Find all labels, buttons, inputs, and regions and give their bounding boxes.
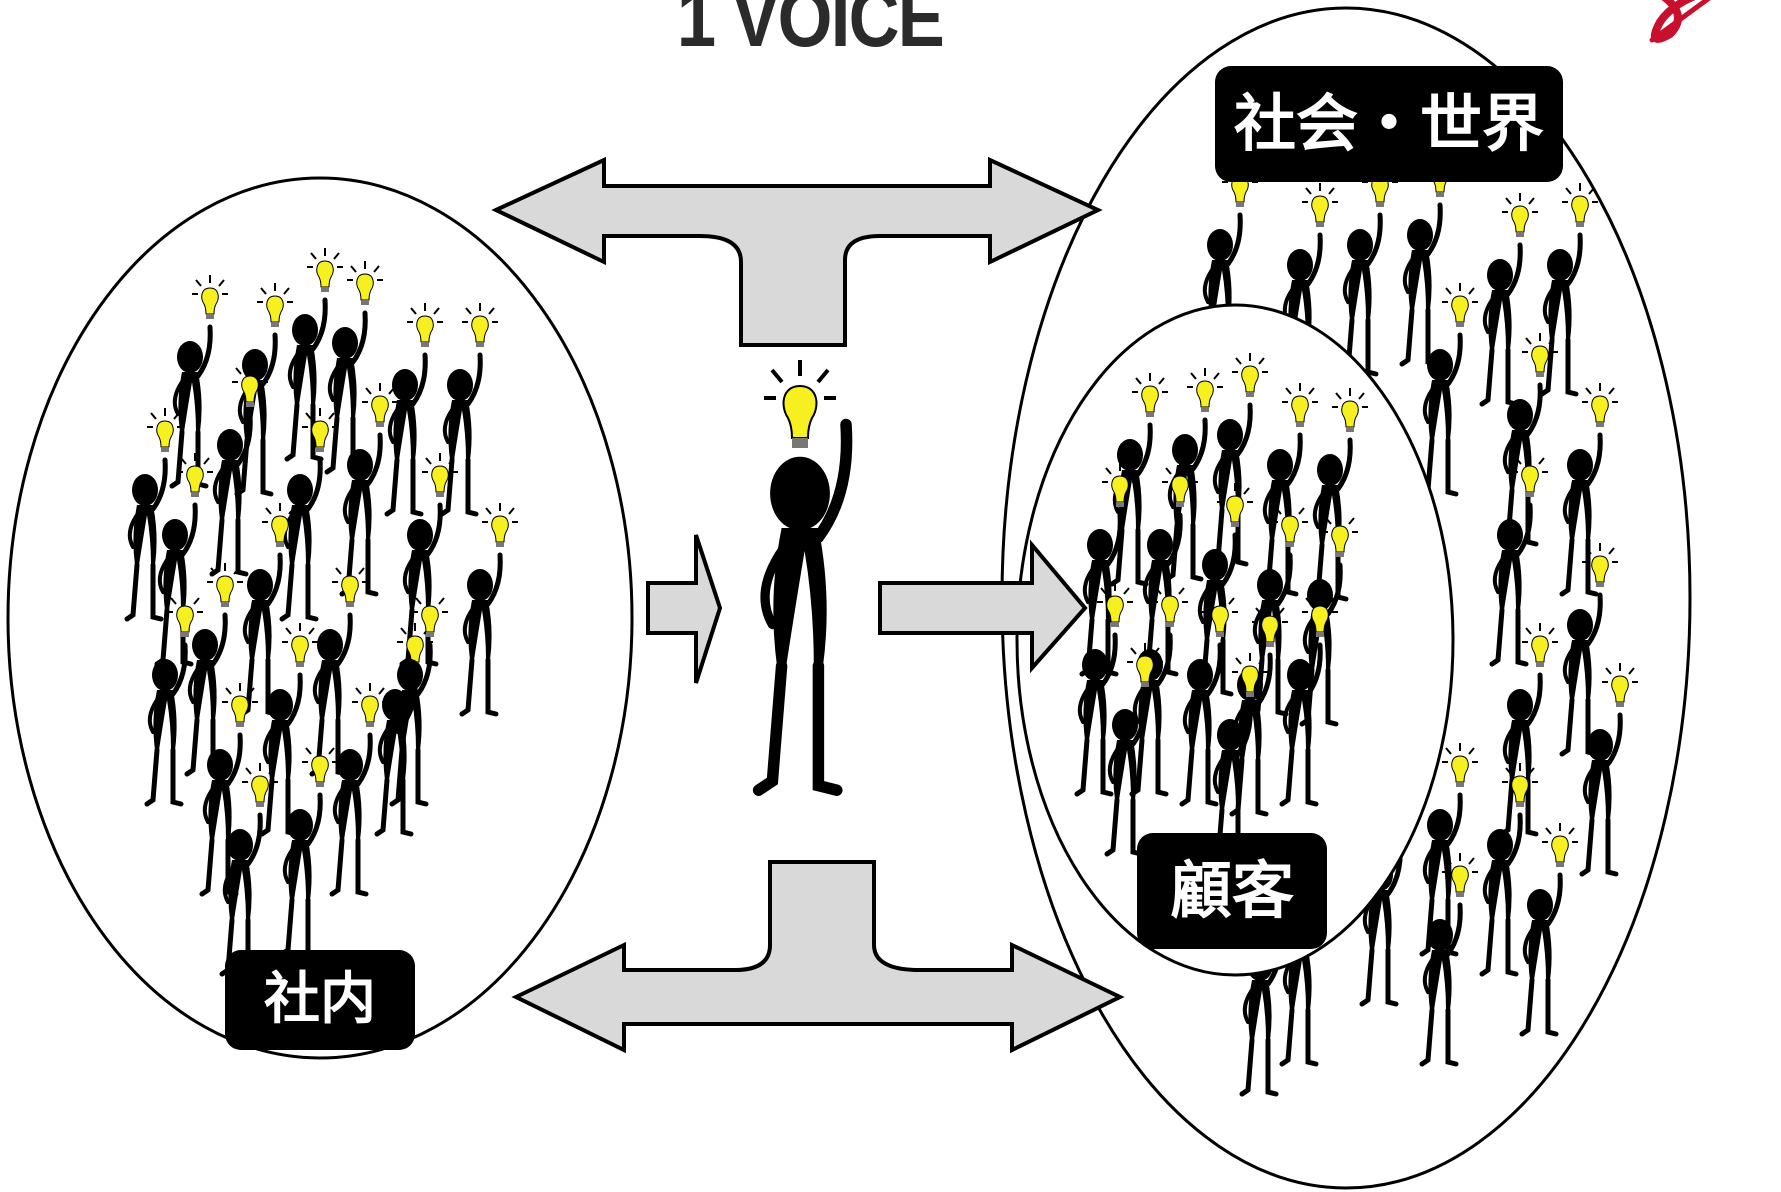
inbound-arrow — [646, 534, 723, 684]
customer-label: 顧客 — [1137, 833, 1327, 949]
bottom-double-arrow — [511, 860, 1125, 1054]
speaker-bulb-icon — [762, 358, 838, 450]
world-label: 社会・世界 — [1215, 66, 1563, 182]
logo-mark — [1649, 0, 1711, 43]
speaker-figure — [759, 425, 847, 791]
internal-oval — [6, 176, 634, 1060]
outbound-arrow — [878, 539, 1088, 674]
top-double-arrow — [491, 156, 1103, 347]
page-title: 1 VOICE — [676, 0, 945, 64]
internal-label: 社内 — [225, 950, 415, 1050]
